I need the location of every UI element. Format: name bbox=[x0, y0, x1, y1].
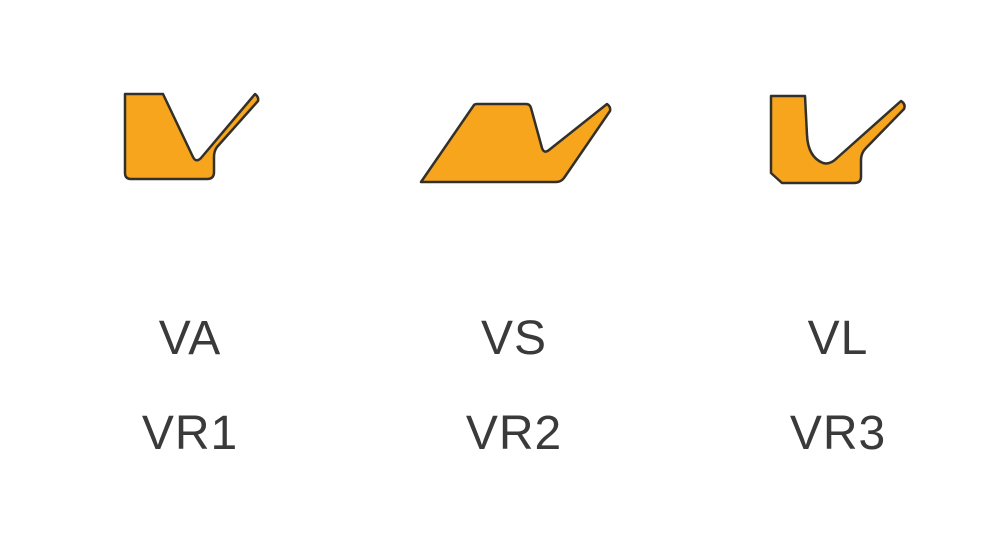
profile-column-vl: VL VR3 bbox=[676, 0, 1000, 546]
profile-type-label-va: VA bbox=[158, 312, 222, 365]
shape-container bbox=[417, 90, 612, 185]
profile-type-label-vl: VL bbox=[807, 312, 869, 365]
profile-standard-label-vr2: VR2 bbox=[465, 406, 563, 460]
v-ring-profile-vl-icon bbox=[769, 94, 906, 185]
profile-column-va: VA VR1 bbox=[28, 0, 352, 546]
v-ring-profile-vs-shape bbox=[419, 102, 611, 184]
v-ring-profile-va-shape bbox=[123, 92, 260, 181]
profile-standard-label-vr1: VR1 bbox=[141, 406, 239, 460]
profile-column-vs: VS VR2 bbox=[352, 0, 676, 546]
v-ring-profile-vs-icon bbox=[419, 102, 611, 184]
v-ring-profile-vl-shape bbox=[769, 94, 906, 185]
shape-container bbox=[767, 90, 909, 185]
profile-standard-label-vr3: VR3 bbox=[789, 406, 887, 460]
profile-type-label-vs: VS bbox=[480, 312, 548, 365]
v-ring-profile-va-icon bbox=[123, 92, 260, 181]
shape-container bbox=[120, 90, 260, 185]
